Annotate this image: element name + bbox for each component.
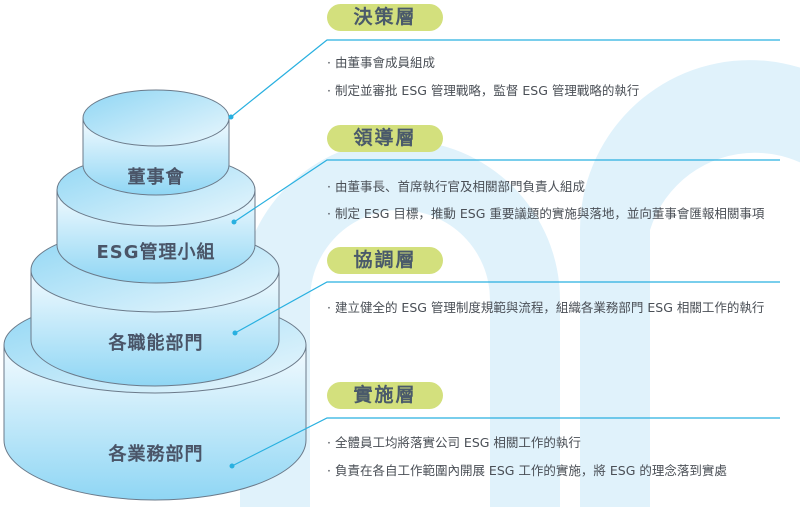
background-arch-right [580, 60, 800, 507]
tier-label-esg-group: ESG管理小組 [96, 242, 216, 263]
connector-1 [228, 39, 780, 120]
layer-3-bullet-1: · 建立健全的 ESG 管理制度規範與流程，組織各業務部門 ESG 相關工作的執… [327, 300, 765, 315]
layer-1-bullet-2: · 制定並審批 ESG 管理戰略，監督 ESG 管理戰略的執行 [327, 83, 640, 98]
layer-badge-coordination: 協調層 [327, 247, 443, 274]
background-arch-left [240, 140, 560, 507]
tier-label-business-depts: 各業務部門 [108, 444, 204, 465]
connector-4 [229, 417, 780, 469]
tier-label-board: 董事會 [127, 167, 185, 188]
tier-label-functional-depts: 各職能部門 [108, 333, 204, 354]
layer-badge-leadership: 領導層 [327, 125, 443, 152]
layer-badge-decision: 決策層 [327, 4, 443, 31]
layer-2-bullet-2: · 制定 ESG 目標，推動 ESG 重要議題的實施與落地，並向董事會匯報相關事… [327, 206, 765, 221]
layer-badge-implementation: 實施層 [327, 382, 443, 409]
layer-4-bullet-1: · 全體員工均將落實公司 ESG 相關工作的執行 [327, 435, 581, 450]
connector-3 [232, 281, 780, 336]
layer-2-bullet-1: · 由董事長、首席執行官及相關部門負責人組成 [327, 179, 585, 194]
cake-tier-1 [82, 89, 230, 196]
layer-1-bullet-1: · 由董事會成員組成 [327, 55, 435, 70]
layer-4-bullet-2: · 負責在各自工作範圍內開展 ESG 工作的實施，將 ESG 的理念落到實處 [327, 463, 727, 478]
connector-2 [231, 159, 780, 225]
